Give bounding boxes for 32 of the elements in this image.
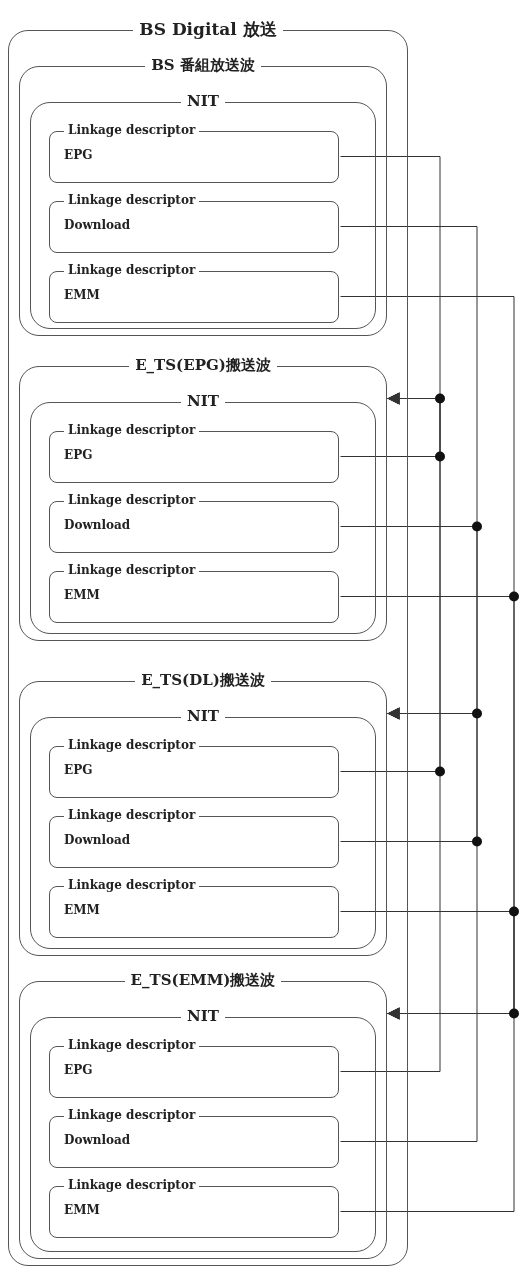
descriptor-title: Linkage descriptor (64, 1037, 200, 1053)
descriptor-title: Linkage descriptor (64, 807, 200, 823)
descriptor-value: EMM (64, 1203, 100, 1217)
descriptor-value: Download (64, 833, 131, 847)
descriptor-value: EMM (64, 588, 100, 602)
descriptor-title: Linkage descriptor (64, 262, 200, 278)
group-title: E_TS(EMM)搬送波 (124, 971, 282, 989)
descriptor-value: EPG (64, 148, 93, 162)
descriptor-value: EPG (64, 1063, 93, 1077)
descriptor-title: Linkage descriptor (64, 737, 200, 753)
descriptor-value: EPG (64, 448, 93, 462)
descriptor-title: Linkage descriptor (64, 877, 200, 893)
descriptor-value: Download (64, 518, 131, 532)
descriptor-title: Linkage descriptor (64, 562, 200, 578)
descriptor-value: EPG (64, 763, 93, 777)
connector-arrow (340, 707, 478, 1142)
descriptor-title: Linkage descriptor (64, 422, 200, 438)
descriptor-title: Linkage descriptor (64, 192, 200, 208)
descriptor-title: Linkage descriptor (64, 492, 200, 508)
descriptor-value: Download (64, 218, 131, 232)
descriptor-title: Linkage descriptor (64, 122, 200, 138)
connector-arrow (340, 392, 441, 1072)
group-title: BS Digital 放送 (133, 19, 283, 39)
group-title: BS 番組放送波 (145, 56, 261, 74)
descriptor-title: Linkage descriptor (64, 1177, 200, 1193)
descriptor-value: EMM (64, 903, 100, 917)
group-title: E_TS(EPG)搬送波 (129, 356, 277, 374)
descriptor-title: Linkage descriptor (64, 1107, 200, 1123)
connector-arrow (340, 1007, 515, 1212)
group-title: E_TS(DL)搬送波 (135, 671, 271, 689)
descriptor-value: Download (64, 1133, 131, 1147)
descriptor-value: EMM (64, 288, 100, 302)
